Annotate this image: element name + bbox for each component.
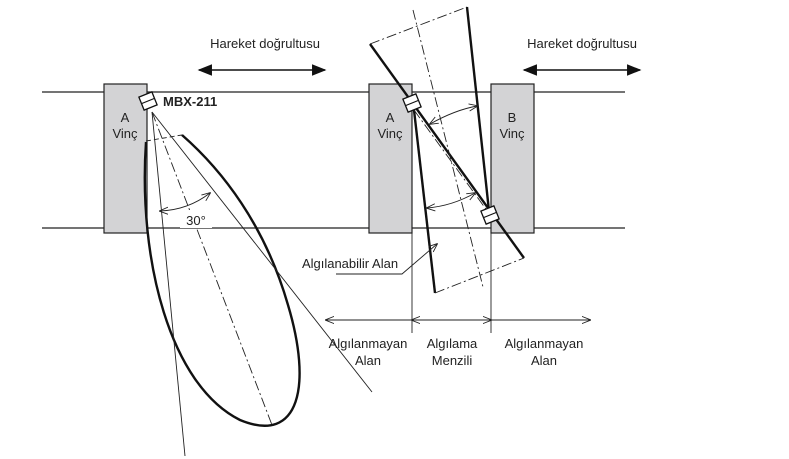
- angle-label: 30°: [186, 213, 206, 228]
- beam-edge-left: [151, 111, 186, 457]
- crane-a-letter: A: [386, 110, 395, 125]
- sensor-b-icon: [480, 205, 500, 225]
- angle-arc-arrow: [160, 193, 210, 211]
- zone-left-line2: Alan: [355, 353, 381, 368]
- right-scene: A Vinç B Vinç Algılanabilir Alan: [302, 6, 590, 368]
- zone-right-line2: Alan: [531, 353, 557, 368]
- direction-label-left: Hareket doğrultusu: [210, 36, 320, 51]
- crane-b-letter: B: [508, 110, 517, 125]
- crane-b-label: Vinç: [499, 126, 525, 141]
- zone-middle-line2: Menzili: [432, 353, 473, 368]
- crane-label: Vinç: [112, 126, 138, 141]
- upper-beam-edge: [465, 6, 491, 212]
- crane-a-label: Vinç: [377, 126, 403, 141]
- sensor-a-icon: [402, 93, 422, 113]
- crane-letter: A: [121, 110, 130, 125]
- beam-centerline-right: [412, 9, 484, 288]
- left-scene: A Vinç 30° MBX-211: [103, 83, 373, 457]
- beam-angle-arrow-top: [430, 106, 477, 124]
- sensor-icon: [138, 91, 158, 111]
- direction-label-right: Hareket doğrultusu: [527, 36, 637, 51]
- crane-b: [490, 83, 535, 234]
- lower-beam-end: [434, 257, 525, 294]
- beam-centerline: [151, 111, 273, 426]
- upper-beam-end: [369, 6, 468, 45]
- zone-left-line1: Algılanmayan: [329, 336, 408, 351]
- diagonal-beam-edge: [369, 43, 525, 259]
- crane-a-left: [103, 83, 148, 234]
- sensor-model-label: MBX-211: [163, 94, 217, 109]
- beam-edge-right: [151, 111, 373, 393]
- crane-a-right: [368, 83, 413, 234]
- beam-centerline-inner: [413, 109, 489, 213]
- zone-middle-line1: Algılama: [427, 336, 478, 351]
- lobe-dashed-edge: [145, 134, 183, 142]
- beam-angle-arrow-bottom: [427, 193, 475, 208]
- detectable-area-leader: [336, 244, 437, 275]
- zone-right-line1: Algılanmayan: [505, 336, 584, 351]
- detection-lobe: [143, 134, 301, 427]
- detectable-area-label: Algılanabilir Alan: [302, 256, 398, 271]
- lower-beam-edge: [412, 109, 437, 294]
